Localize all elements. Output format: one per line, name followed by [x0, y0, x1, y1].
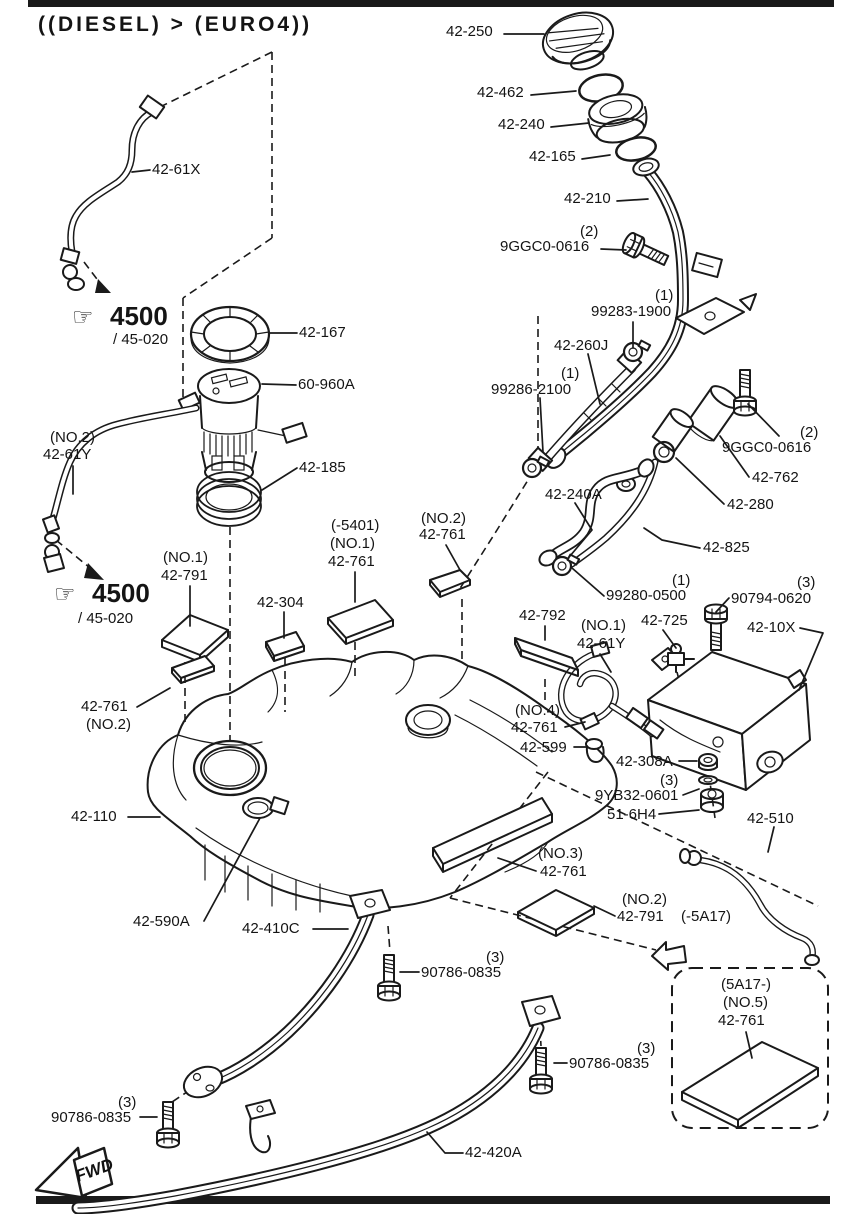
pad-42-761-no5 — [681, 1041, 819, 1129]
fuel-pump-60-960A — [177, 368, 308, 483]
pipe-end-cylinder — [651, 408, 694, 453]
ring-42-165 — [615, 136, 657, 162]
hose-42-260J — [527, 348, 643, 472]
pad-42-761-no2b — [429, 569, 471, 598]
ring-42-280 — [616, 440, 676, 492]
valve-42-725 — [667, 643, 695, 673]
bolt-90786-0835-c — [156, 1101, 180, 1149]
filler-pipe-42-210 — [545, 157, 757, 469]
spacer-42-762 — [686, 385, 740, 442]
pad-42-761-no2a — [171, 655, 215, 684]
bottom-border-bar — [36, 1196, 830, 1204]
clamp-99283-1900 — [622, 339, 652, 363]
pipe-42-61Y-no1 — [558, 641, 665, 740]
pad-42-791-no1 — [161, 614, 229, 663]
pipe-42-61X — [59, 94, 166, 291]
top-border-bar — [28, 0, 834, 7]
variant-box-outline — [671, 967, 829, 1129]
variant-jump-arrow-icon — [651, 941, 687, 971]
fuel-cap-42-250 — [541, 11, 615, 71]
leader-lines — [72, 33, 824, 1154]
grommet-42-599 — [585, 738, 605, 763]
bolt-90786-0835-a — [377, 954, 401, 1002]
locking-ring-42-167 — [189, 305, 271, 364]
pad-42-761-5401 — [327, 599, 394, 645]
bolt-90786-0835-b — [529, 1047, 553, 1095]
bolt-9GGC0-0616-top — [619, 230, 672, 272]
pad-42-761-no3 — [432, 797, 553, 873]
breather-pipe-42-825 — [568, 458, 659, 568]
canister-42-10X — [647, 647, 811, 791]
nut-42-308A — [698, 753, 718, 771]
pipe-42-510 — [679, 848, 820, 966]
fwd-direction-arrow: FWD — [34, 1146, 116, 1200]
strap-42-410C — [182, 889, 391, 1099]
clip-42-761-no4 — [579, 712, 600, 731]
pad-42-791-no2 — [517, 889, 595, 937]
hose-42-61Y-no2 — [41, 404, 200, 573]
clamp-99286-2100 — [521, 455, 551, 479]
retainer-42-590A — [242, 796, 290, 819]
grommet-42-240 — [587, 93, 648, 144]
fuel-tank-42-110 — [146, 650, 618, 913]
seal-ring-42-185 — [196, 471, 262, 527]
pad-42-792 — [514, 637, 579, 677]
pad-42-304 — [265, 631, 305, 662]
filler-hose-42-240A — [538, 458, 655, 567]
strap-42-420A — [71, 995, 561, 1214]
washer-and-bushing-9YB32-0601-51-6H4 — [698, 775, 724, 813]
